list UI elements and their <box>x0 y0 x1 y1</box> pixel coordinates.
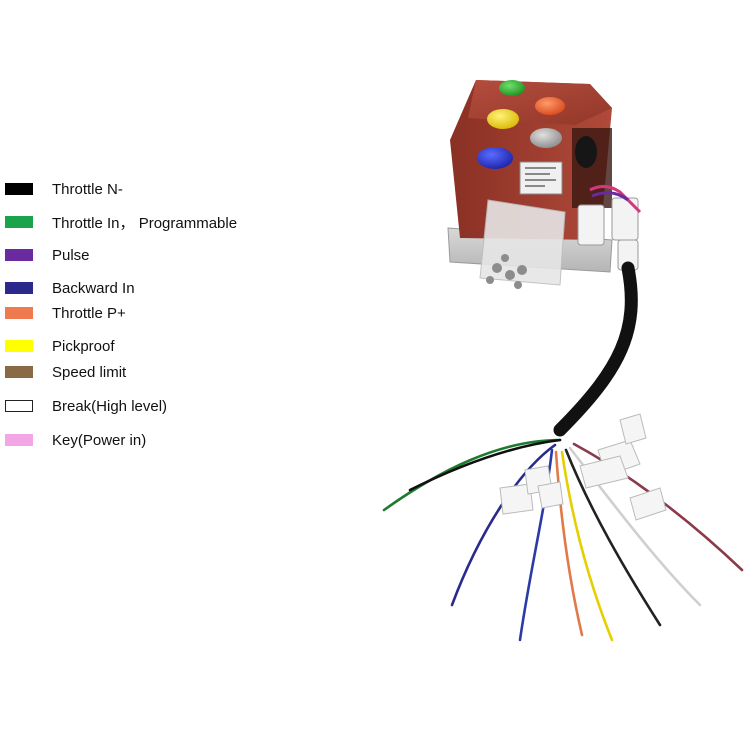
legend-item-speed-limit: Speed limit <box>5 361 126 383</box>
screw-bag <box>479 199 566 289</box>
pink-swatch <box>5 434 33 446</box>
legend-label: Throttle In， Programmable <box>52 214 238 232</box>
legend-item-throttle-in: Throttle In， Programmable <box>5 211 237 233</box>
legend-item-throttle-n: Throttle N- <box>5 178 123 200</box>
orange-swatch <box>5 307 33 319</box>
legend-item-key: Key(Power in) <box>5 429 146 451</box>
main-cable <box>553 261 638 437</box>
legend-label: Pulse <box>52 246 90 264</box>
legend-item-throttle-p: Throttle P+ <box>5 302 126 324</box>
brown-swatch <box>5 366 33 378</box>
wire-tags <box>499 413 667 521</box>
legend-label: Key(Power in) <box>52 431 147 449</box>
green-swatch <box>5 216 33 228</box>
legend-item-pulse: Pulse <box>5 244 90 266</box>
legend-item-pickproof: Pickproof <box>5 335 115 357</box>
terminal-caps <box>477 80 565 169</box>
yellow-swatch <box>5 340 33 352</box>
label-sticker <box>519 161 563 195</box>
legend-item-break: Break(High level) <box>5 395 167 417</box>
legend-item-backward-in: Backward In <box>5 277 135 299</box>
white-swatch <box>5 400 33 412</box>
fanout-wires <box>382 438 744 642</box>
cable-gland <box>575 136 597 168</box>
legend-label: Pickproof <box>52 337 115 355</box>
purple-swatch <box>5 249 33 261</box>
legend-label: Speed limit <box>52 363 127 381</box>
legend-label: Backward In <box>52 279 135 297</box>
blue-swatch <box>5 282 33 294</box>
legend-label: Throttle N- <box>52 180 123 198</box>
legend-label: Break(High level) <box>52 397 168 415</box>
legend-label: Throttle P+ <box>52 304 126 322</box>
black-swatch <box>5 183 33 195</box>
